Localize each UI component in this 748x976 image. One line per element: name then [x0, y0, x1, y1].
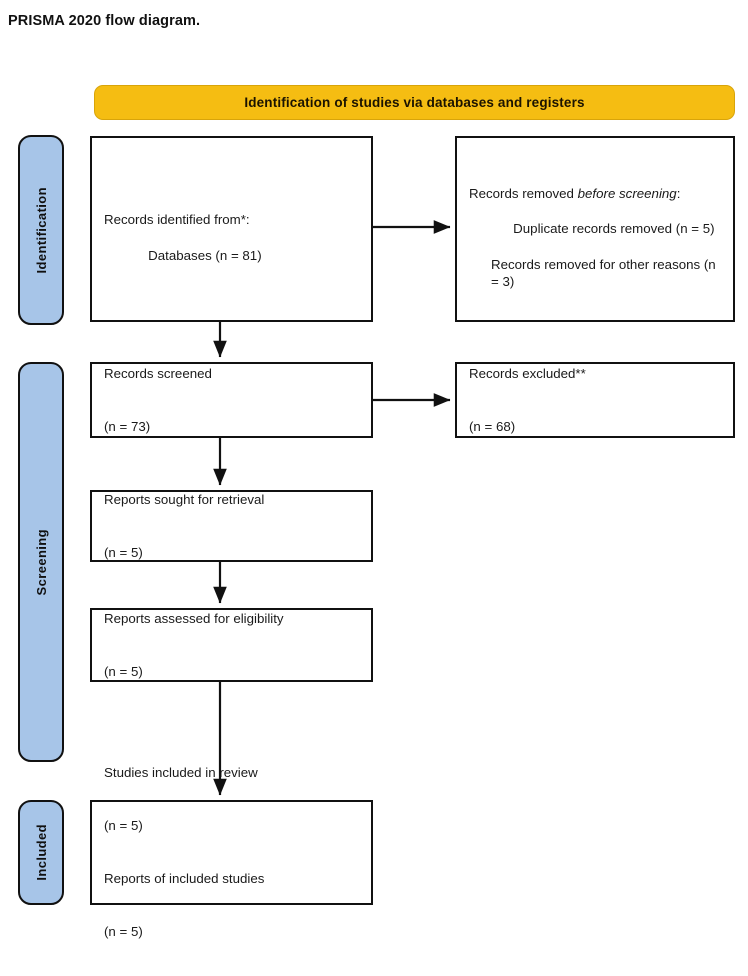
phase-label-identification-text: Identification	[33, 186, 49, 274]
node-studies-included-text: Studies included in review (n = 5) Repor…	[104, 729, 264, 976]
node-records-removed: Records removed before screening: Duplic…	[455, 136, 735, 322]
node-reports-sought: Reports sought for retrieval (n = 5)	[90, 490, 373, 562]
node-studies-included-line-4: (n = 5)	[104, 924, 143, 940]
node-records-identified-text: Records identified from*: Databases (n =…	[104, 176, 262, 282]
node-records-excluded-title: Records excluded**	[469, 365, 586, 381]
banner-identification-label: Identification of studies via databases …	[244, 95, 585, 110]
node-records-screened: Records screened (n = 73)	[90, 362, 373, 438]
node-reports-assessed-count: (n = 5)	[104, 663, 143, 679]
node-records-removed-text: Records removed before screening: Duplic…	[469, 149, 721, 308]
phase-label-included-text: Included	[33, 824, 49, 881]
node-records-removed-title-suffix: :	[676, 185, 681, 201]
node-records-identified-title: Records identified from*:	[104, 212, 250, 228]
node-reports-sought-count: (n = 5)	[104, 544, 143, 560]
node-records-excluded-text: Records excluded** (n = 68)	[469, 329, 586, 470]
node-reports-sought-text: Reports sought for retrieval (n = 5)	[104, 455, 264, 596]
node-records-screened-count: (n = 73)	[104, 418, 151, 434]
banner-identification: Identification of studies via databases …	[94, 85, 735, 120]
node-records-removed-title-prefix: Records removed	[469, 185, 578, 201]
phase-label-screening: Screening	[18, 362, 64, 762]
node-records-removed-item-1: Records removed for other reasons (n = 3…	[491, 256, 720, 290]
node-records-screened-title: Records screened	[104, 365, 212, 381]
page-title: PRISMA 2020 flow diagram.	[8, 13, 201, 29]
phase-label-included: Included	[18, 800, 64, 905]
node-records-removed-title-italic: before screening	[577, 185, 677, 201]
node-records-excluded-count: (n = 68)	[469, 418, 516, 434]
node-studies-included-line-1: Studies included in review	[104, 765, 258, 781]
node-studies-included: Studies included in review (n = 5) Repor…	[90, 765, 373, 939]
node-records-screened-text: Records screened (n = 73)	[104, 329, 212, 470]
node-records-identified: Records identified from*: Databases (n =…	[90, 136, 373, 322]
phase-label-identification: Identification	[18, 135, 64, 325]
node-records-excluded: Records excluded** (n = 68)	[455, 362, 735, 438]
node-records-identified-item-0: Databases (n = 81)	[148, 247, 262, 263]
node-studies-included-line-3: Reports of included studies	[104, 871, 265, 887]
node-reports-assessed-text: Reports assessed for eligibility (n = 5)	[104, 574, 284, 715]
node-studies-included-line-2: (n = 5)	[104, 818, 143, 834]
node-records-removed-item-0: Duplicate records removed (n = 5)	[513, 221, 715, 237]
prisma-flow-diagram: Identification of studies via databases …	[18, 85, 735, 939]
node-reports-assessed: Reports assessed for eligibility (n = 5)	[90, 608, 373, 682]
node-reports-assessed-title: Reports assessed for eligibility	[104, 610, 284, 626]
node-reports-sought-title: Reports sought for retrieval	[104, 491, 265, 507]
phase-label-screening-text: Screening	[33, 528, 49, 596]
node-records-removed-title: Records removed before screening:	[469, 185, 721, 203]
